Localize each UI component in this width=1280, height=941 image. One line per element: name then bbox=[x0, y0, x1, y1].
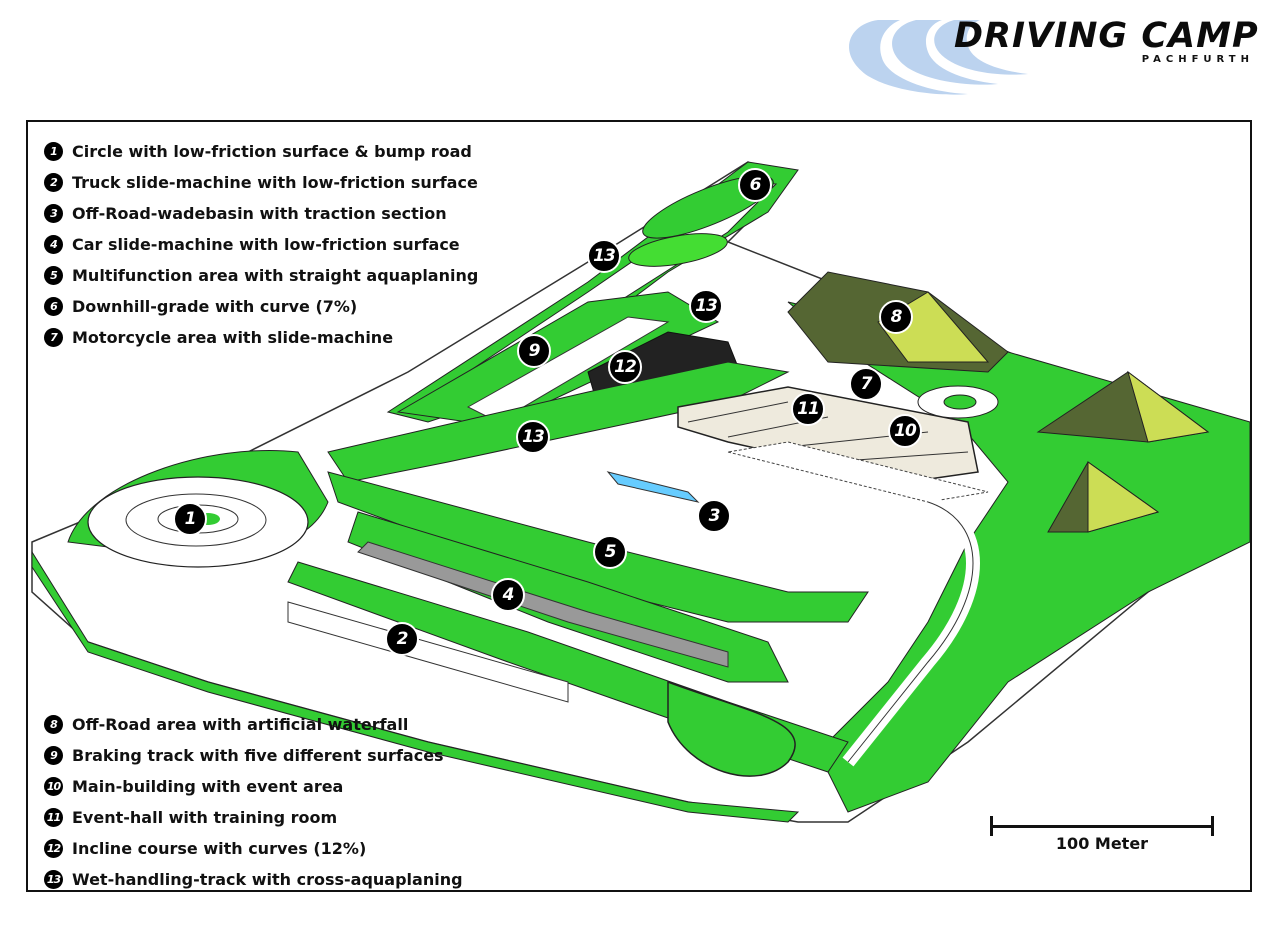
scale-bar-label: 100 Meter bbox=[1055, 834, 1149, 853]
legend-label: Off-Road-wadebasin with traction section bbox=[72, 204, 447, 223]
map-marker-9[interactable]: 9 bbox=[517, 334, 551, 368]
legend-badge: 12 bbox=[44, 839, 63, 858]
legend-badge: 7 bbox=[44, 328, 63, 347]
scale-bar-tick-left bbox=[990, 816, 993, 836]
map-marker-1[interactable]: 1 bbox=[173, 502, 207, 536]
map-marker-13a[interactable]: 13 bbox=[587, 239, 621, 273]
legend-item: 9 Braking track with five different surfa… bbox=[44, 740, 463, 771]
legend-item: 13 Wet-handling-track with cross-aquaplan… bbox=[44, 864, 463, 890]
legend-badge: 5 bbox=[44, 266, 63, 285]
legend-label: Event-hall with training room bbox=[72, 808, 338, 827]
legend-label: Truck slide-machine with low-friction su… bbox=[72, 173, 478, 192]
legend-badge: 10 bbox=[44, 777, 63, 796]
legend-label: Incline course with curves (12%) bbox=[72, 839, 367, 858]
legend-bottom: 8 Off-Road area with artificial waterfall… bbox=[44, 709, 463, 890]
driving-camp-logo: DRIVING CAMP PACHFURTH bbox=[838, 14, 1258, 104]
map-marker-10[interactable]: 10 bbox=[888, 414, 922, 448]
wadebasin-water bbox=[606, 471, 700, 503]
map-marker-13b[interactable]: 13 bbox=[689, 289, 723, 323]
scale-bar-line bbox=[990, 825, 1214, 828]
legend-badge: 1 bbox=[44, 142, 63, 161]
legend-badge: 2 bbox=[44, 173, 63, 192]
legend-badge: 11 bbox=[44, 808, 63, 827]
legend-badge: 3 bbox=[44, 204, 63, 223]
legend-label: Downhill-grade with curve (7%) bbox=[72, 297, 358, 316]
north-oval-green bbox=[628, 233, 728, 267]
legend-badge: 4 bbox=[44, 235, 63, 254]
legend-item: 1 Circle with low-friction surface & bump… bbox=[44, 136, 478, 167]
legend-label: Off-Road area with artificial waterfall bbox=[72, 715, 409, 734]
legend-label: Main-building with event area bbox=[72, 777, 344, 796]
pyramid-hill-1-face bbox=[1127, 370, 1210, 443]
legend-item: 7 Motorcycle area with slide-machine bbox=[44, 322, 478, 353]
building-roof-lines bbox=[687, 401, 969, 463]
legend-item: 12 Incline course with curves (12%) bbox=[44, 833, 463, 864]
south-loop-grass bbox=[667, 680, 796, 777]
legend-item: 2 Truck slide-machine with low-friction s… bbox=[44, 167, 478, 198]
map-marker-2[interactable]: 2 bbox=[385, 622, 419, 656]
legend-item: 4 Car slide-machine with low-friction sur… bbox=[44, 229, 478, 260]
legend-label: Motorcycle area with slide-machine bbox=[72, 328, 394, 347]
scale-bar-tick-right bbox=[1211, 816, 1214, 836]
legend-item: 8 Off-Road area with artificial waterfall bbox=[44, 709, 463, 740]
east-curve-road-edge bbox=[847, 501, 974, 763]
map-marker-13c[interactable]: 13 bbox=[516, 420, 550, 454]
car-slide-track bbox=[357, 541, 729, 668]
map-marker-3[interactable]: 3 bbox=[697, 499, 731, 533]
legend-item: 10 Main-building with event area bbox=[44, 771, 463, 802]
site-map bbox=[31, 161, 1250, 823]
map-marker-5[interactable]: 5 bbox=[593, 535, 627, 569]
parking-area bbox=[727, 441, 989, 503]
logo-subtitle: PACHFURTH bbox=[1141, 54, 1254, 65]
legend-top: 1 Circle with low-friction surface & bump… bbox=[44, 136, 478, 353]
event-hall-building bbox=[677, 386, 979, 483]
legend-label: Braking track with five different surfac… bbox=[72, 746, 444, 765]
legend-label: Car slide-machine with low-friction surf… bbox=[72, 235, 460, 254]
wet-handling-band bbox=[327, 361, 790, 483]
legend-item: 5 Multifunction area with straight aquapl… bbox=[44, 260, 478, 291]
scale-bar: 100 Meter bbox=[990, 816, 1214, 866]
map-marker-11[interactable]: 11 bbox=[791, 392, 825, 426]
pyramid-hill-2-face bbox=[1087, 461, 1160, 533]
legend-item: 6 Downhill-grade with curve (7%) bbox=[44, 291, 478, 322]
legend-badge: 13 bbox=[44, 870, 63, 889]
truck-slide-area bbox=[287, 601, 569, 703]
legend-label: Multifunction area with straight aquapla… bbox=[72, 266, 479, 285]
map-marker-8[interactable]: 8 bbox=[879, 300, 913, 334]
legend-item: 3 Off-Road-wadebasin with traction sectio… bbox=[44, 198, 478, 229]
motorcycle-center bbox=[943, 394, 977, 410]
map-marker-6[interactable]: 6 bbox=[738, 168, 772, 202]
legend-label: Circle with low-friction surface & bump … bbox=[72, 142, 472, 161]
legend-badge: 6 bbox=[44, 297, 63, 316]
logo-swoosh-icon bbox=[849, 20, 1028, 95]
legend-label: Wet-handling-track with cross-aquaplanin… bbox=[72, 870, 463, 889]
legend-item: 11 Event-hall with training room bbox=[44, 802, 463, 833]
logo-title: DRIVING CAMP bbox=[954, 16, 1259, 56]
legend-badge: 9 bbox=[44, 746, 63, 765]
map-marker-12[interactable]: 12 bbox=[608, 350, 642, 384]
outer-green-strip bbox=[31, 550, 800, 823]
site-map-frame: 1 Circle with low-friction surface & bump… bbox=[26, 120, 1252, 892]
map-marker-4[interactable]: 4 bbox=[491, 578, 525, 612]
legend-badge: 8 bbox=[44, 715, 63, 734]
map-marker-7[interactable]: 7 bbox=[849, 367, 883, 401]
